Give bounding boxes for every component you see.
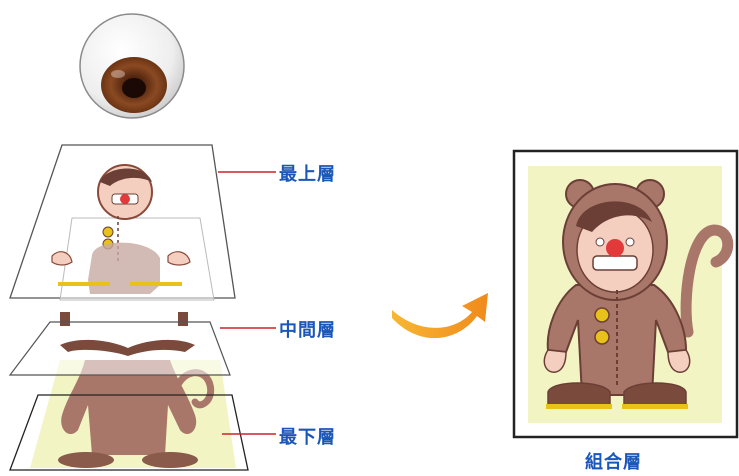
eyeball-icon [79,13,185,119]
top-layer [9,144,236,301]
combined-picture [512,149,739,439]
middle-layer [8,312,231,376]
label-top-layer: 最上層 [279,164,336,185]
bottom-layer [9,360,249,471]
label-middle-layer: 中間層 [279,320,336,341]
label-combined-layer: 組合層 [585,452,642,473]
curved-arrow-icon [392,293,488,339]
label-bottom-layer: 最下層 [279,427,336,448]
